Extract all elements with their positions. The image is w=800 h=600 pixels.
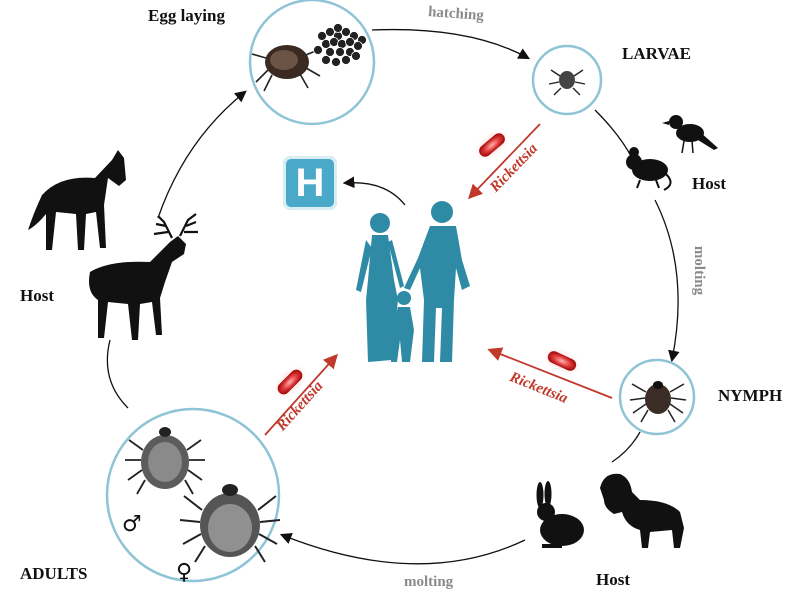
cycle-arrow-hatching [371,28,531,60]
mouse-icon [626,147,672,191]
egg-laying-tick-image [251,45,321,92]
larva-tick-image [548,69,586,96]
larvae-label: LARVAE [622,44,691,63]
egg-laying-label: Egg laying [148,6,225,25]
rickettsia-arrow-nymph [487,347,613,399]
deer-icon [89,213,198,340]
adult-male-tick-image [125,427,205,495]
molting-label-right: molting [691,245,708,296]
horse-icon [28,150,126,250]
nymph-tick-image [629,381,687,423]
adults-circle [105,407,281,583]
cycle-arrow-molting-bottom [279,533,526,565]
rabbit-icon [536,481,584,548]
cycle-arrow-nymph-to-host [611,431,641,463]
molting-label-bottom: molting [404,574,454,590]
cycle-arrow-larvae-to-host [594,109,633,159]
female-symbol: ♀ [176,560,193,585]
male-symbol: ♂ [122,512,142,537]
bird-icon [662,115,718,154]
adult-female-tick-image [179,484,281,563]
egg-cluster-image [313,23,367,67]
host-label-adults: Host [20,286,54,305]
cycle-arrow-adults-to-host [106,339,129,409]
dog-icon [600,473,684,548]
cycle-arrow-molting-right [654,199,680,363]
rickettsia-arrow-larvae [468,123,541,200]
arrow-to-hospital [342,176,406,206]
host-label-nymph: Host [596,570,630,589]
cycle-arrow-host-to-eggs [157,90,247,219]
rickettsia-cell-icon-1 [474,129,510,161]
hospital-letter: H [295,160,325,205]
rickettsia-cell-icon-2 [543,347,581,375]
nymph-label: NYMPH [718,386,783,405]
hospital-icon: H [283,156,337,210]
adults-label: ADULTS [20,564,88,583]
rickettsia-arrow-adults [264,353,338,436]
rickettsia-cell-icon-3 [273,365,307,399]
host-label-larvae: Host [692,174,726,193]
human-family-silhouette [356,201,470,362]
